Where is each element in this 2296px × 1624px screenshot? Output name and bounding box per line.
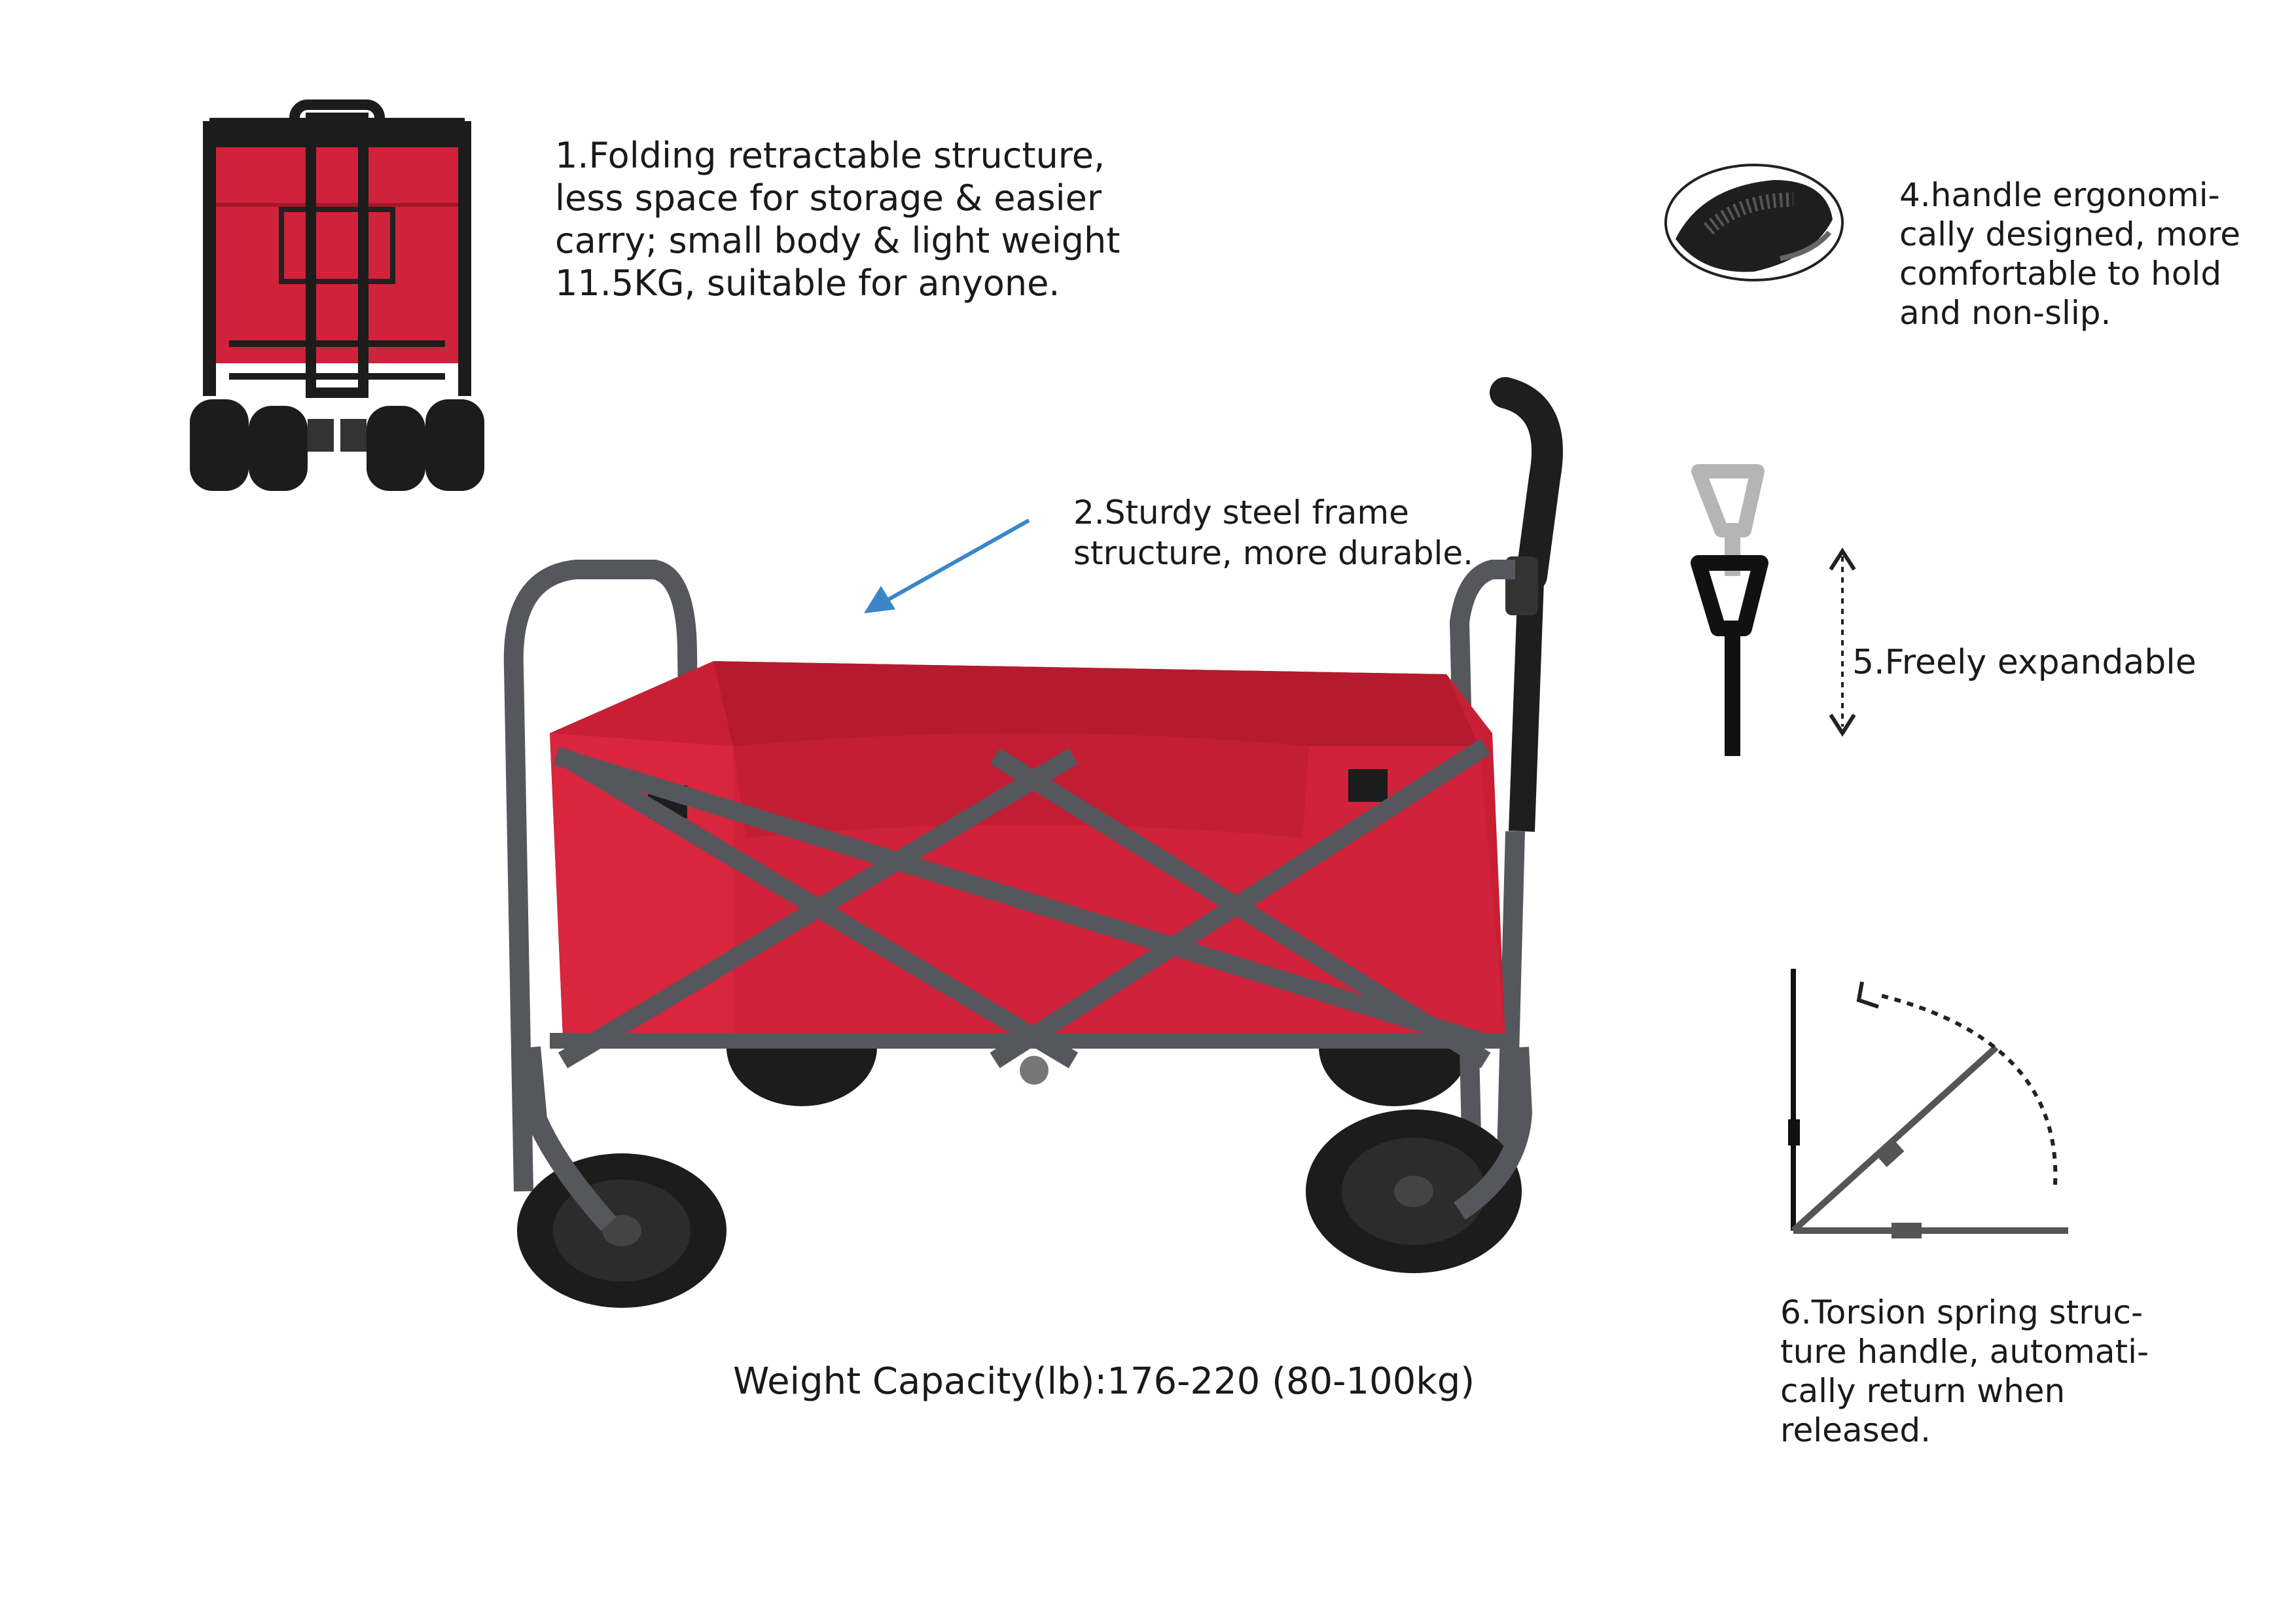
feature-6-line: cally return when [1780,1372,2066,1410]
feature-4-line: and non-slip. [1899,294,2111,332]
weight-capacity-caption: Weight Capacity(lb):176-220 (80-100kg) [733,1360,1475,1403]
folded-wagon-image [190,99,484,491]
feature-6-line: released. [1780,1411,1931,1449]
expandable-handle-icon [1691,464,1856,756]
wagon-image [503,377,1563,1308]
feature-6-text: 6.Torsion spring struc- ture handle, aut… [1780,1293,2149,1450]
feature-1-line: 11.5KG, suitable for anyone. [555,262,1060,304]
feature-4-text: 4.handle ergonomi- cally designed, more … [1899,175,2240,333]
feature-4-line: comfortable to hold [1899,255,2222,293]
feature-5-text: 5.Freely expandable [1852,641,2197,684]
feature-4-line: cally designed, more [1899,215,2241,253]
front-right-wheel [1306,1110,1522,1273]
arrow-icon [864,518,1030,613]
front-left-wheel [517,1153,726,1308]
feature-1-text: 1.Folding retractable structure, less sp… [555,134,1120,304]
feature-1-line: carry; small body & light weight [555,220,1121,261]
feature-4-line: 4.handle ergonomi- [1899,176,2220,214]
feature-6-line: ture handle, automati- [1780,1333,2149,1371]
feature-5-line: 5.Freely expandable [1852,643,2197,682]
torsion-spring-diagram [1788,969,2068,1238]
feature-1-line: less space for storage & easier [555,177,1102,219]
feature-2-line: structure, more durable. [1073,534,1474,572]
feature-6-line: 6.Torsion spring struc- [1780,1293,2144,1331]
handle-grip-image [1664,164,1844,281]
feature-2-line: 2.Sturdy steel frame [1073,494,1409,532]
feature-2-text: 2.Sturdy steel frame structure, more dur… [1073,492,1473,573]
feature-1-line: 1.Folding retractable structure, [555,135,1105,176]
